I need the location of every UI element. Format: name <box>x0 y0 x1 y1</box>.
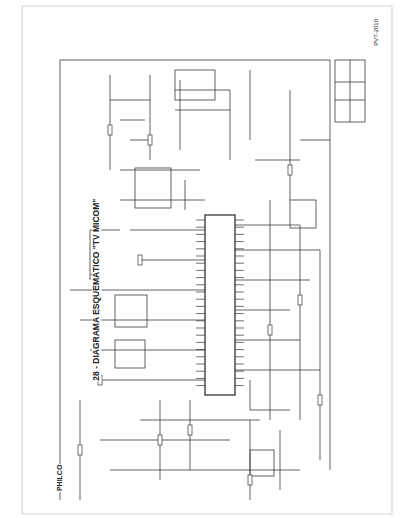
ic-pin <box>196 313 205 314</box>
ic-pin <box>196 241 205 242</box>
ic-pin <box>196 320 205 321</box>
ic-pin <box>235 248 244 249</box>
resistor-symbol <box>318 395 322 405</box>
ic-pin <box>235 256 244 257</box>
ic-pin <box>196 263 205 264</box>
ic-pin <box>235 299 244 300</box>
ic-pin <box>235 371 244 372</box>
wiring <box>60 60 330 500</box>
resistor-symbol <box>138 255 142 265</box>
ic-pin <box>196 284 205 285</box>
resistor-symbol <box>78 445 82 455</box>
ic-pin <box>196 306 205 307</box>
ic-pin <box>196 234 205 235</box>
ic-pin <box>196 356 205 357</box>
ic-pin <box>235 220 244 221</box>
page-frame <box>22 6 392 514</box>
resistor-symbol <box>188 425 192 435</box>
ic-pin <box>196 256 205 257</box>
model-label: PVT-2010 <box>373 18 380 47</box>
ic-pin <box>235 342 244 343</box>
ic-pin <box>235 292 244 293</box>
ic-pin <box>196 227 205 228</box>
ic-pin <box>235 349 244 350</box>
ic-pin <box>235 328 244 329</box>
ic-pin <box>235 378 244 379</box>
resistor-symbol <box>158 435 162 445</box>
ic-pin <box>235 320 244 321</box>
ic-pin <box>235 270 244 271</box>
ic-pin <box>196 342 205 343</box>
ic-pin <box>235 364 244 365</box>
ic-pin <box>196 328 205 329</box>
small-components <box>78 125 322 485</box>
ic-pin <box>196 385 205 386</box>
ic-pin <box>196 248 205 249</box>
ic-pin <box>235 306 244 307</box>
component-boxes <box>115 60 365 476</box>
ic-pin <box>196 277 205 278</box>
ic-pin <box>235 284 244 285</box>
ic-pin <box>196 349 205 350</box>
ic-pin <box>196 378 205 379</box>
resistor-symbol <box>108 125 112 135</box>
ic-pin <box>196 292 205 293</box>
resistor-symbol <box>298 295 302 305</box>
ic-pin <box>235 313 244 314</box>
ic-pin <box>235 356 244 357</box>
ic-pin <box>196 364 205 365</box>
micom-ic <box>205 215 235 395</box>
ic-pin <box>235 335 244 336</box>
ic-pins <box>196 220 244 386</box>
ic-pin <box>196 299 205 300</box>
ic-pin <box>196 220 205 221</box>
brand-label: PHILCO <box>56 464 64 492</box>
resistor-symbol <box>288 165 292 175</box>
resistor-symbol <box>268 325 272 335</box>
ic-pin <box>196 371 205 372</box>
ic-pin <box>235 277 244 278</box>
ic-pin <box>196 270 205 271</box>
ic-pin <box>235 241 244 242</box>
ic-pin <box>235 227 244 228</box>
ic-pin <box>235 385 244 386</box>
ic-pin <box>196 335 205 336</box>
ic-pin <box>235 263 244 264</box>
resistor-symbol <box>148 135 152 145</box>
resistor-symbol <box>248 475 252 485</box>
ic-pin <box>235 234 244 235</box>
diagram-title: 28 - DIAGRAMA ESQUEMÁTICO "TV MICOM" <box>92 198 101 382</box>
